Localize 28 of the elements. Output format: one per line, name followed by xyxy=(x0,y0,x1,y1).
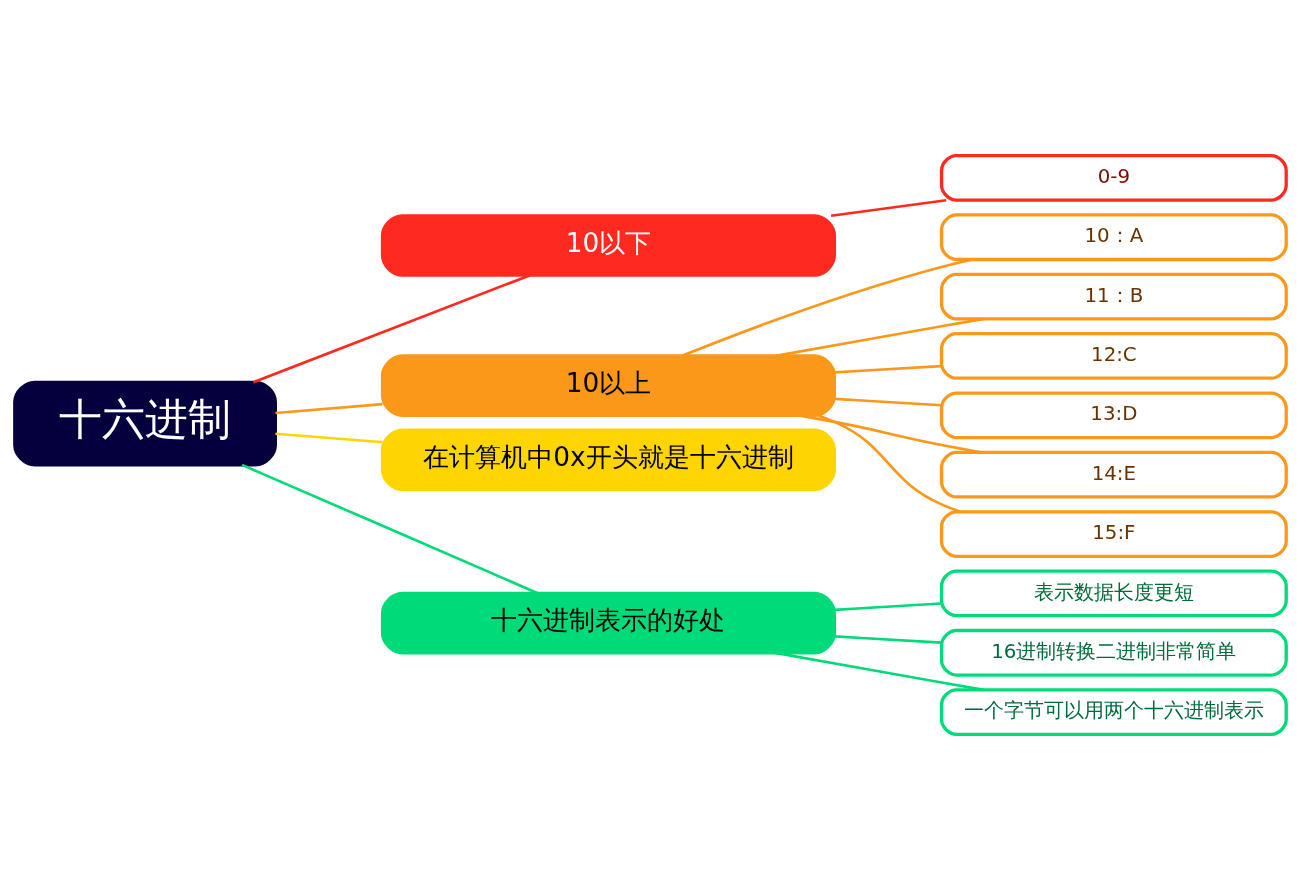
node-box: 10以下 xyxy=(380,214,836,277)
connector xyxy=(681,258,973,358)
node-box: 10：A xyxy=(939,213,1288,262)
connector xyxy=(798,414,981,454)
node-box: 13:D xyxy=(939,391,1288,440)
connector xyxy=(241,463,539,595)
connector xyxy=(275,432,383,444)
node-box: 十六进制 xyxy=(13,380,277,467)
connector xyxy=(775,317,984,358)
node-box: 15:F xyxy=(939,510,1288,558)
node-box: 十六进制表示的好处 xyxy=(380,591,836,655)
connector xyxy=(834,602,942,612)
connector xyxy=(830,198,947,218)
node-box: 在计算机中0x开头就是十六进制 xyxy=(380,428,836,492)
connector xyxy=(834,635,942,644)
node-box: 12:C xyxy=(939,332,1288,380)
connector xyxy=(252,273,531,384)
node-box: 16进制转换二进制非常简单 xyxy=(939,628,1288,677)
node-box: 14:E xyxy=(939,450,1288,499)
node-box: 11：B xyxy=(939,272,1288,321)
node-box: 0-9 xyxy=(939,153,1288,202)
node-box: 表示数据长度更短 xyxy=(939,569,1288,618)
connector xyxy=(275,402,383,415)
connector xyxy=(834,397,942,407)
connector xyxy=(775,651,984,692)
node-box: 10以上 xyxy=(380,354,836,417)
node-box: 一个字节可以用两个十六进制表示 xyxy=(939,688,1288,737)
connector xyxy=(834,364,942,374)
